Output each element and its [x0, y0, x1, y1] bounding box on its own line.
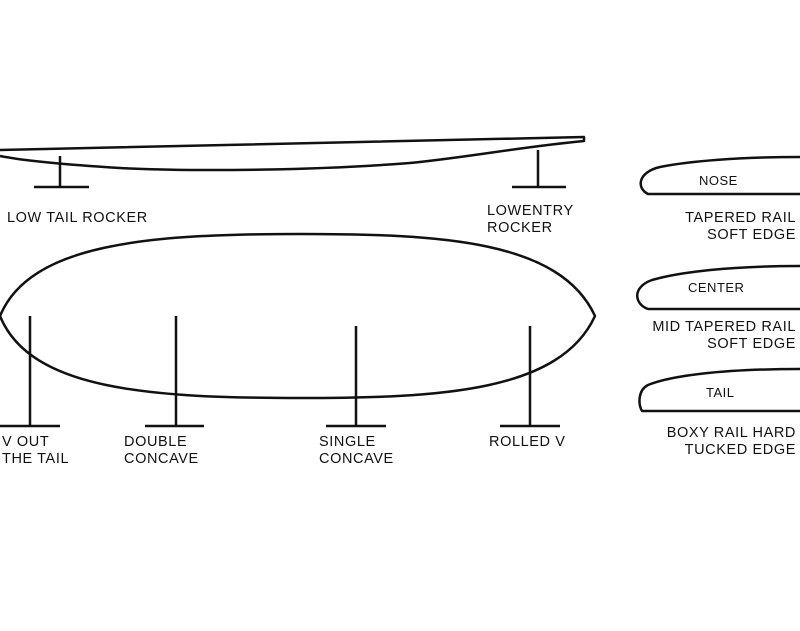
tail-tag-text: TAIL — [706, 385, 735, 400]
double-concave-line-2: CONCAVE — [124, 450, 199, 467]
single-concave-stand — [326, 326, 386, 428]
rocker-profile — [0, 135, 586, 189]
v-out-tail-stand — [0, 316, 60, 428]
low-tail-rocker-label: LOW TAIL ROCKER — [7, 210, 148, 227]
nose-tag-text: NOSE — [699, 173, 738, 188]
rail-sections — [636, 155, 800, 413]
board-side-profile — [0, 135, 586, 172]
single-concave-line-1: SINGLE — [319, 434, 376, 450]
nose-rail-section — [639, 155, 800, 196]
rolled-v-text: ROLLED V — [489, 434, 566, 450]
low-entry-rocker-line-2: ROCKER — [487, 219, 553, 236]
rolled-v-label: ROLLED V — [489, 434, 566, 451]
board-bottom-outline — [0, 232, 597, 400]
center-tag: CENTER — [688, 280, 744, 297]
tail-rail-description: BOXY RAIL HARD TUCKED EDGE — [667, 425, 796, 458]
tail-rocker-stand — [34, 156, 89, 189]
v-out-the-tail-label: V OUT THE TAIL — [2, 434, 69, 467]
tail-rail-desc-line-1: BOXY RAIL HARD — [666, 425, 796, 441]
center-tag-text: CENTER — [688, 280, 745, 295]
nose-tag: NOSE — [699, 173, 738, 190]
double-concave-label: DOUBLE CONCAVE — [124, 434, 199, 467]
center-rail-desc-line-1: MID TAPERED RAIL — [652, 319, 796, 335]
nose-rail-desc-line-1: TAPERED RAIL — [685, 210, 796, 226]
single-concave-line-2: CONCAVE — [319, 450, 394, 467]
center-rail-section — [636, 264, 800, 311]
low-entry-rocker-line-1: LOWENTRY — [487, 203, 574, 219]
nose-rail-desc-line-2: SOFT EDGE — [707, 226, 796, 243]
v-out-line-1: V OUT — [2, 434, 50, 450]
center-rail-description: MID TAPERED RAIL SOFT EDGE — [652, 319, 796, 352]
bottom-contours — [0, 232, 597, 428]
rolled-v-stand — [500, 326, 560, 428]
v-out-line-2: THE TAIL — [2, 450, 70, 467]
double-concave-stand — [145, 316, 204, 428]
single-concave-label: SINGLE CONCAVE — [319, 434, 394, 467]
low-tail-rocker-text: LOW TAIL ROCKER — [7, 210, 148, 226]
nose-rail-description: TAPERED RAIL SOFT EDGE — [685, 210, 796, 243]
low-entry-rocker-label: LOWENTRY ROCKER — [487, 203, 574, 236]
tail-rail-section — [638, 367, 800, 413]
tail-tag: TAIL — [706, 385, 735, 402]
double-concave-line-1: DOUBLE — [124, 434, 188, 450]
center-rail-desc-line-2: SOFT EDGE — [707, 335, 796, 352]
tail-rail-desc-line-2: TUCKED EDGE — [684, 441, 796, 458]
entry-rocker-stand — [512, 150, 566, 189]
